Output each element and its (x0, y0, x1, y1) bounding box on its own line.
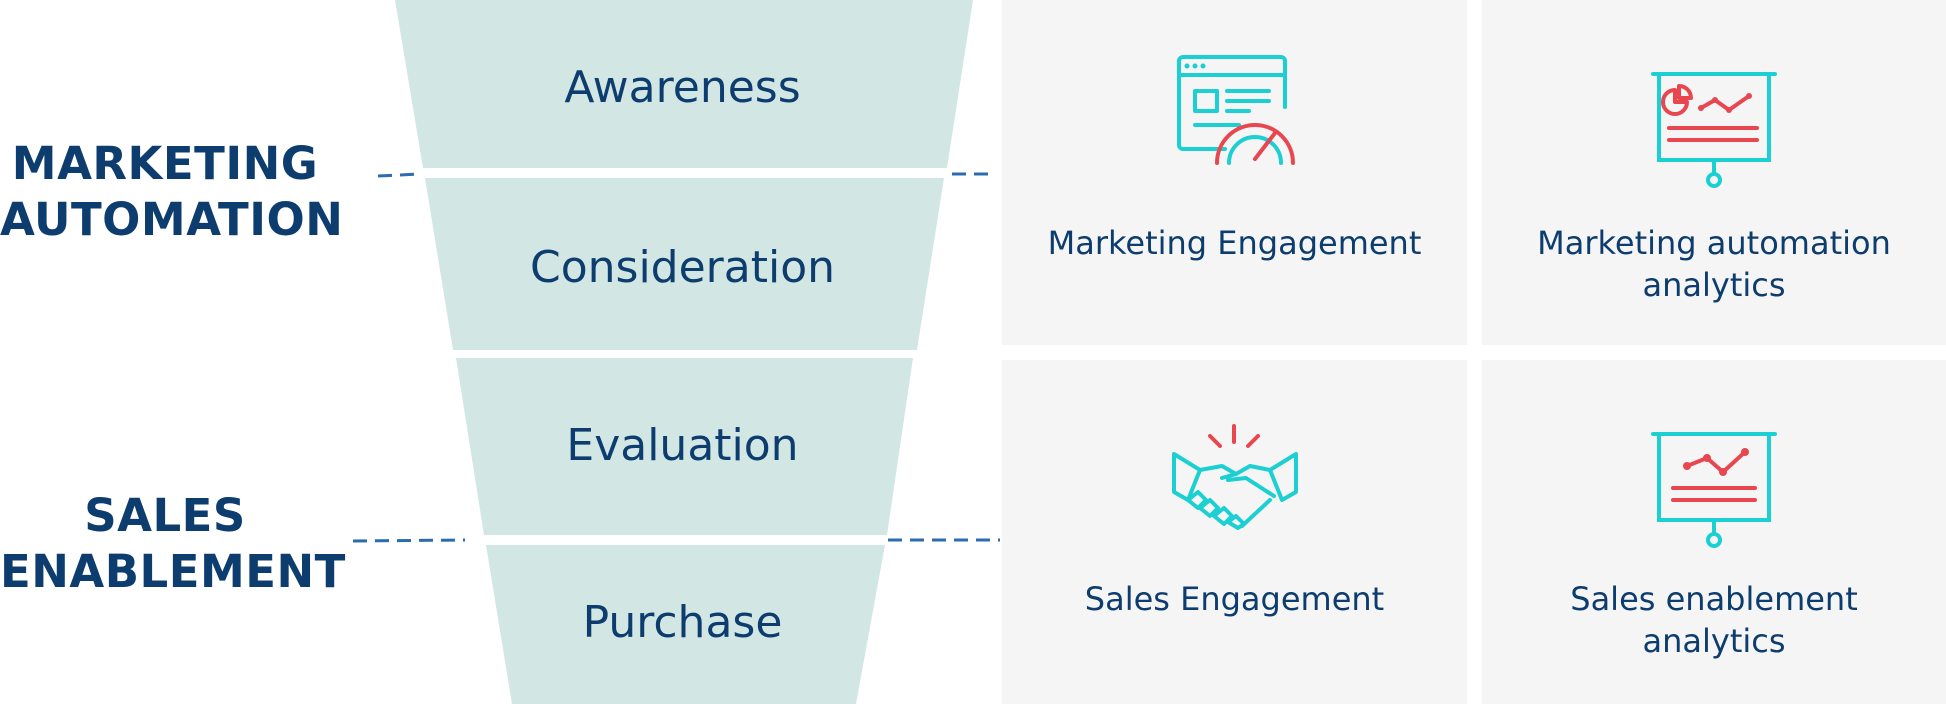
stage-label-awareness: Awareness (564, 62, 801, 113)
marketing-divider-left (377, 172, 421, 178)
sales-enablement-line1: SALES (84, 489, 246, 542)
marketing-automation-label: MARKETING AUTOMATION (0, 136, 344, 248)
card-sales-enablement-analytics: Sales enablement analytics (1482, 360, 1946, 704)
funnel-stage-evaluation (456, 358, 913, 535)
card-label-line-2: analytics (1642, 622, 1786, 660)
card-label-marketing-automation-analytics: Marketing automation analytics (1482, 222, 1946, 306)
stage-label-purchase: Purchase (582, 597, 783, 648)
card-sales-engagement: Sales Engagement (1002, 360, 1467, 704)
card-label-line-1: Marketing automation (1537, 224, 1891, 262)
presentation-pie-chart-icon (1651, 72, 1777, 188)
card-label-marketing-engagement: Marketing Engagement (1002, 222, 1467, 264)
card-label-sales-engagement: Sales Engagement (1002, 578, 1467, 620)
marketing-automation-line1: MARKETING (11, 137, 319, 190)
sales-enablement-label: SALES ENABLEMENT (0, 488, 346, 600)
sales-enablement-line2: ENABLEMENT (0, 545, 346, 598)
browser-speedometer-icon (1176, 55, 1295, 165)
card-label-line: Sales Engagement (1084, 580, 1385, 618)
marketing-automation-line2: AUTOMATION (0, 193, 344, 246)
handshake-icon (1171, 424, 1298, 530)
card-label-line: Marketing Engagement (1047, 224, 1422, 262)
card-marketing-engagement: Marketing Engagement (1002, 0, 1467, 345)
stage-label-evaluation: Evaluation (566, 420, 799, 471)
card-label-sales-enablement-analytics: Sales enablement analytics (1482, 578, 1946, 662)
funnel-stage-consideration (425, 178, 944, 350)
presentation-line-chart-icon (1651, 432, 1777, 548)
funnel-stage-purchase (486, 545, 885, 704)
stage-label-consideration: Consideration (529, 242, 835, 293)
card-label-line-2: analytics (1642, 266, 1786, 304)
funnel-stage-awareness (395, 0, 973, 168)
card-label-line-1: Sales enablement (1570, 580, 1858, 618)
sales-divider-left (352, 538, 466, 543)
card-marketing-automation-analytics: Marketing automation analytics (1482, 0, 1946, 345)
